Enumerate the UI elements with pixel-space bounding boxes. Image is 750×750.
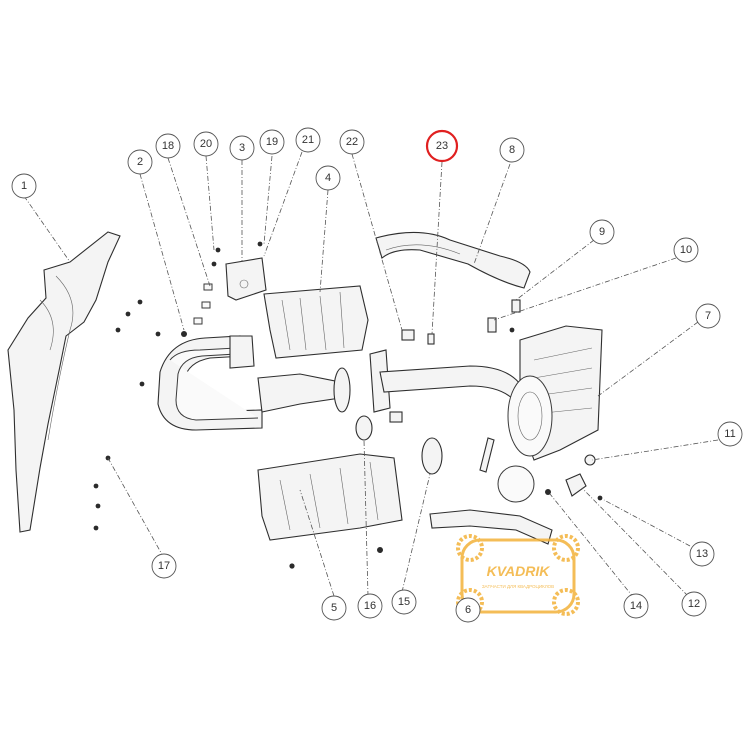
callout-21[interactable]: 21	[295, 127, 321, 153]
part-9-fitting	[511, 299, 521, 313]
part-flange-gasket	[333, 367, 351, 413]
part-mid-flange	[369, 349, 391, 413]
callout-label: 22	[346, 136, 358, 148]
callout-4[interactable]: 4	[315, 165, 341, 191]
watermark-wheel-br	[552, 588, 580, 616]
callout-label: 23	[436, 140, 448, 152]
callout-label: 4	[325, 172, 331, 184]
callout-label: 16	[364, 600, 376, 612]
watermark-wheel-tr	[552, 534, 580, 562]
callout-label: 19	[266, 136, 278, 148]
part-12-knob	[565, 473, 587, 497]
callout-8[interactable]: 8	[499, 137, 525, 163]
part-2-flange	[229, 335, 255, 369]
callout-13[interactable]: 13	[689, 541, 715, 567]
part-16-gasket	[355, 415, 373, 441]
watermark-brand: KVADRIK	[487, 563, 551, 579]
part-11-nut	[584, 454, 596, 466]
watermark-logo: KVADRIK ЗАПЧАСТИ ДЛЯ КВАДРОЦИКЛОВ	[456, 534, 580, 616]
part-tailpipe	[429, 509, 553, 545]
part-1-detail-2	[39, 299, 54, 351]
callout-15[interactable]: 15	[391, 589, 417, 615]
watermark-tagline: ЗАПЧАСТИ ДЛЯ КВАДРОЦИКЛОВ	[482, 584, 554, 589]
callout-label: 20	[200, 138, 212, 150]
callout-label: 14	[630, 600, 642, 612]
part-7-end-cap-inner	[517, 391, 543, 441]
leader-lines	[23, 151, 719, 599]
part-7-ribs	[533, 347, 593, 415]
part-1-detail	[47, 275, 74, 441]
callout-20[interactable]: 20	[193, 131, 219, 157]
callout-23-highlighted[interactable]: 23	[425, 129, 459, 163]
callout-18[interactable]: 18	[155, 133, 181, 159]
callout-label: 9	[599, 226, 605, 238]
callout-label: 11	[724, 428, 735, 440]
part-spring-upper	[401, 329, 415, 341]
callout-label: 3	[239, 142, 245, 154]
part-14-tag	[479, 437, 495, 473]
callout-19[interactable]: 19	[259, 129, 285, 155]
part-8-link-pipe	[375, 231, 531, 289]
callout-label: 12	[688, 598, 700, 610]
callout-label: 17	[158, 560, 170, 572]
part-10-fitting	[487, 317, 497, 333]
callout-6[interactable]: 6	[455, 597, 481, 623]
callout-11[interactable]: 11	[717, 421, 743, 447]
part-main-pipe	[379, 365, 521, 401]
parts-layer	[7, 231, 603, 569]
callout-2[interactable]: 2	[127, 149, 153, 175]
callout-22[interactable]: 22	[339, 129, 365, 155]
callout-label: 15	[398, 596, 410, 608]
callout-7[interactable]: 7	[695, 303, 721, 329]
part-5-lower-heat-shield	[257, 453, 403, 541]
part-3-bracket	[225, 257, 267, 301]
part-5-ribs	[279, 461, 379, 531]
callout-label: 1	[21, 180, 27, 192]
part-23-bolt	[427, 333, 435, 345]
callout-9[interactable]: 9	[589, 219, 615, 245]
callout-label: 10	[680, 244, 692, 256]
part-2-inner-pipe	[169, 347, 259, 421]
part-round-cover	[497, 465, 535, 503]
callout-10[interactable]: 10	[673, 237, 699, 263]
callout-1[interactable]: 1	[11, 173, 37, 199]
callout-17[interactable]: 17	[151, 553, 177, 579]
fasteners	[93, 241, 603, 569]
callout-label: 13	[696, 548, 708, 560]
callout-5[interactable]: 5	[321, 595, 347, 621]
callout-label: 6	[465, 604, 471, 616]
callout-label: 18	[162, 140, 174, 152]
part-8-detail	[385, 244, 461, 255]
callout-14[interactable]: 14	[623, 593, 649, 619]
callouts-layer: 1 2 3 4 5 6 7 8	[11, 127, 743, 623]
callout-3[interactable]: 3	[229, 135, 255, 161]
callout-16[interactable]: 16	[357, 593, 383, 619]
callout-12[interactable]: 12	[681, 591, 707, 617]
watermark-wheel-bl	[456, 588, 484, 616]
part-spring-lower	[389, 411, 403, 423]
part-7-end-cap	[507, 375, 553, 457]
part-4-ribs	[281, 291, 345, 351]
part-3-hole	[239, 279, 249, 289]
part-collector	[257, 373, 341, 413]
callout-label: 21	[302, 134, 314, 146]
watermark-wheel-tl	[456, 534, 484, 562]
part-1-heat-shield	[7, 231, 121, 533]
callout-label: 7	[705, 310, 711, 322]
part-4-upper-heat-shield	[263, 285, 369, 359]
callout-label: 2	[137, 156, 143, 168]
callout-label: 8	[509, 144, 515, 156]
watermark-frame	[460, 538, 576, 614]
part-15-clamp	[421, 437, 443, 475]
callout-label: 5	[331, 602, 337, 614]
